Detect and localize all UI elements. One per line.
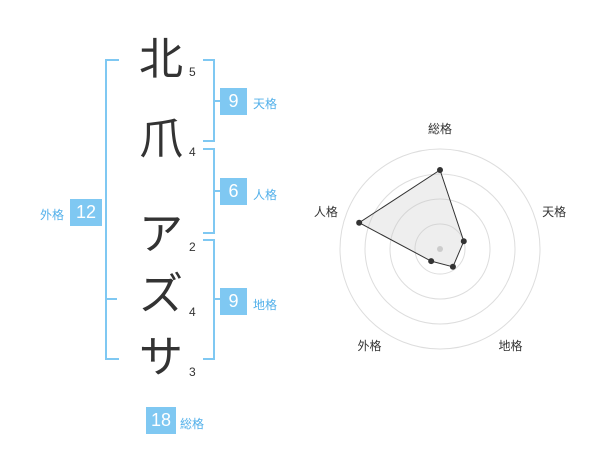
jinkaku-connector [215,190,221,192]
stroke-count-4: 4 [189,305,196,319]
name-char-1: 北 [139,34,183,85]
tenkaku-connector [215,100,221,102]
stroke-count-1: 5 [189,65,196,79]
radar-point-1 [437,167,443,173]
radar-center-dot [437,246,443,252]
name-char-3: ア [139,209,183,260]
tenkaku-label: 天格 [253,97,278,111]
radar-area [358,169,465,268]
radar-point-3 [449,263,456,270]
soukaku-value: 18 [146,407,176,434]
name-char-5: サ [139,332,183,383]
jinkaku-bracket [203,148,215,234]
radar-point-5 [356,219,363,226]
tenkaku-value: 9 [220,88,247,115]
radar-axis-label-1: 総格 [428,121,452,136]
chikaku-label: 地格 [253,298,278,312]
radar-point-2 [460,238,467,245]
jinkaku-value: 6 [220,178,247,205]
radar-point-4 [428,258,435,265]
soukaku-label: 総格 [180,417,205,431]
name-char-4: ズ [139,269,183,320]
chikaku-bracket [203,239,215,360]
radar-ring [339,148,541,350]
radar-ring [364,173,516,325]
name-char-2: 爪 [139,114,183,165]
stroke-count-3: 2 [189,240,196,254]
radar-axis-label-5: 人格 [314,204,338,219]
outer-bracket-split [105,298,117,300]
radar-axis-label-2: 天格 [542,204,566,219]
tenkaku-bracket [203,59,215,142]
radar-ring [389,198,491,300]
stroke-count-2: 4 [189,145,196,159]
gaikaku-value: 12 [70,199,102,226]
chikaku-connector [215,298,221,300]
chikaku-value: 9 [220,288,247,315]
outer-bracket [105,59,119,360]
radar-axis-label-3: 地格 [499,338,523,353]
gaikaku-label: 外格 [40,208,65,222]
radar-ring [414,223,466,275]
radar-axis-label-4: 外格 [357,338,381,353]
stroke-count-5: 3 [189,365,196,379]
jinkaku-label: 人格 [253,188,278,202]
